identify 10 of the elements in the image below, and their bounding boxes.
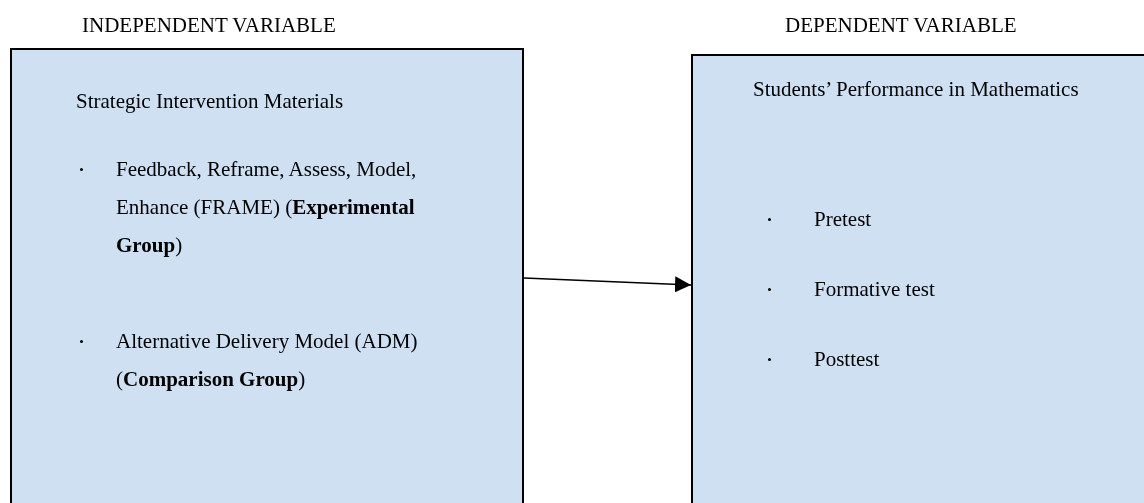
list-item: Formative test bbox=[814, 276, 936, 303]
column-heading: DEPENDENT VARIABLE bbox=[785, 12, 1017, 38]
box-title: Strategic Intervention Materials bbox=[76, 88, 345, 115]
list-item: Feedback, Reframe, Assess, Model, Enhance (FRAME) (Experimental Group) bbox=[116, 156, 418, 259]
column-heading: INDEPENDENT VARIABLE bbox=[82, 12, 336, 38]
box-title: Students’ Performance in Mathematics bbox=[753, 76, 1080, 103]
list-item: Pretest bbox=[814, 206, 873, 233]
list-item: Posttest bbox=[814, 346, 881, 373]
list-item: Alternative Delivery Model (ADM) (Comparison Group) bbox=[116, 328, 419, 393]
arrow bbox=[523, 276, 692, 293]
